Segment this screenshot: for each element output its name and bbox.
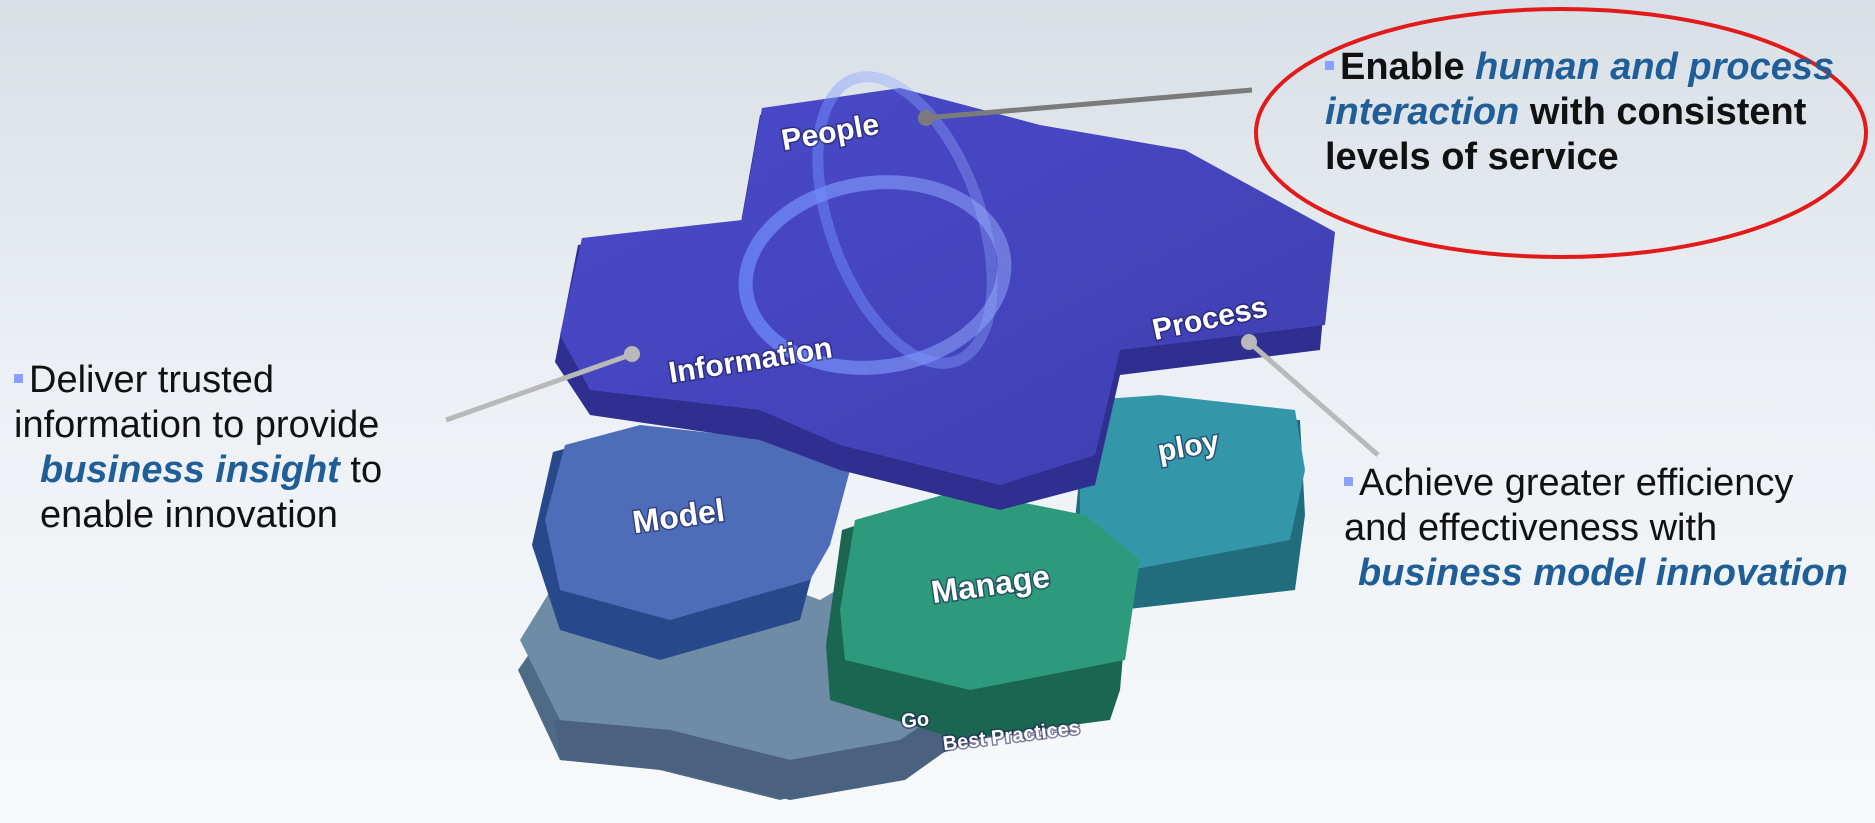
callout-right: Achieve greater efficiency and effective… — [1344, 461, 1864, 596]
bullet-icon — [1325, 61, 1334, 70]
callout-left: Deliver trusted information to provide b… — [14, 358, 454, 538]
bullet-icon — [14, 374, 23, 383]
callout-top-highlight: human and process interaction — [1325, 46, 1835, 133]
callout-left-highlight: business insight — [40, 449, 340, 491]
callout-top-post: with consistent levels of service — [1325, 91, 1807, 178]
rings-graphic — [738, 71, 1012, 375]
callout-right-highlight: business model innovation — [1358, 552, 1848, 594]
top-hex — [555, 88, 1335, 510]
label-governance: Go — [900, 708, 930, 733]
emphasis-ellipse — [1254, 7, 1868, 259]
callout-top-pre: Enable — [1340, 46, 1465, 88]
deploy-hex — [1075, 395, 1305, 610]
callout-top: Enable human and process interaction wit… — [1325, 45, 1845, 180]
bullet-icon — [1344, 477, 1353, 486]
manage-hex — [826, 490, 1140, 740]
connector-lines — [445, 87, 1380, 457]
callout-left-post: to enable innovation — [40, 449, 383, 536]
callout-left-text: Deliver trusted information to provide — [14, 359, 380, 446]
callout-right-text: Achieve greater efficiency and effective… — [1344, 462, 1794, 549]
model-hex — [532, 425, 850, 660]
